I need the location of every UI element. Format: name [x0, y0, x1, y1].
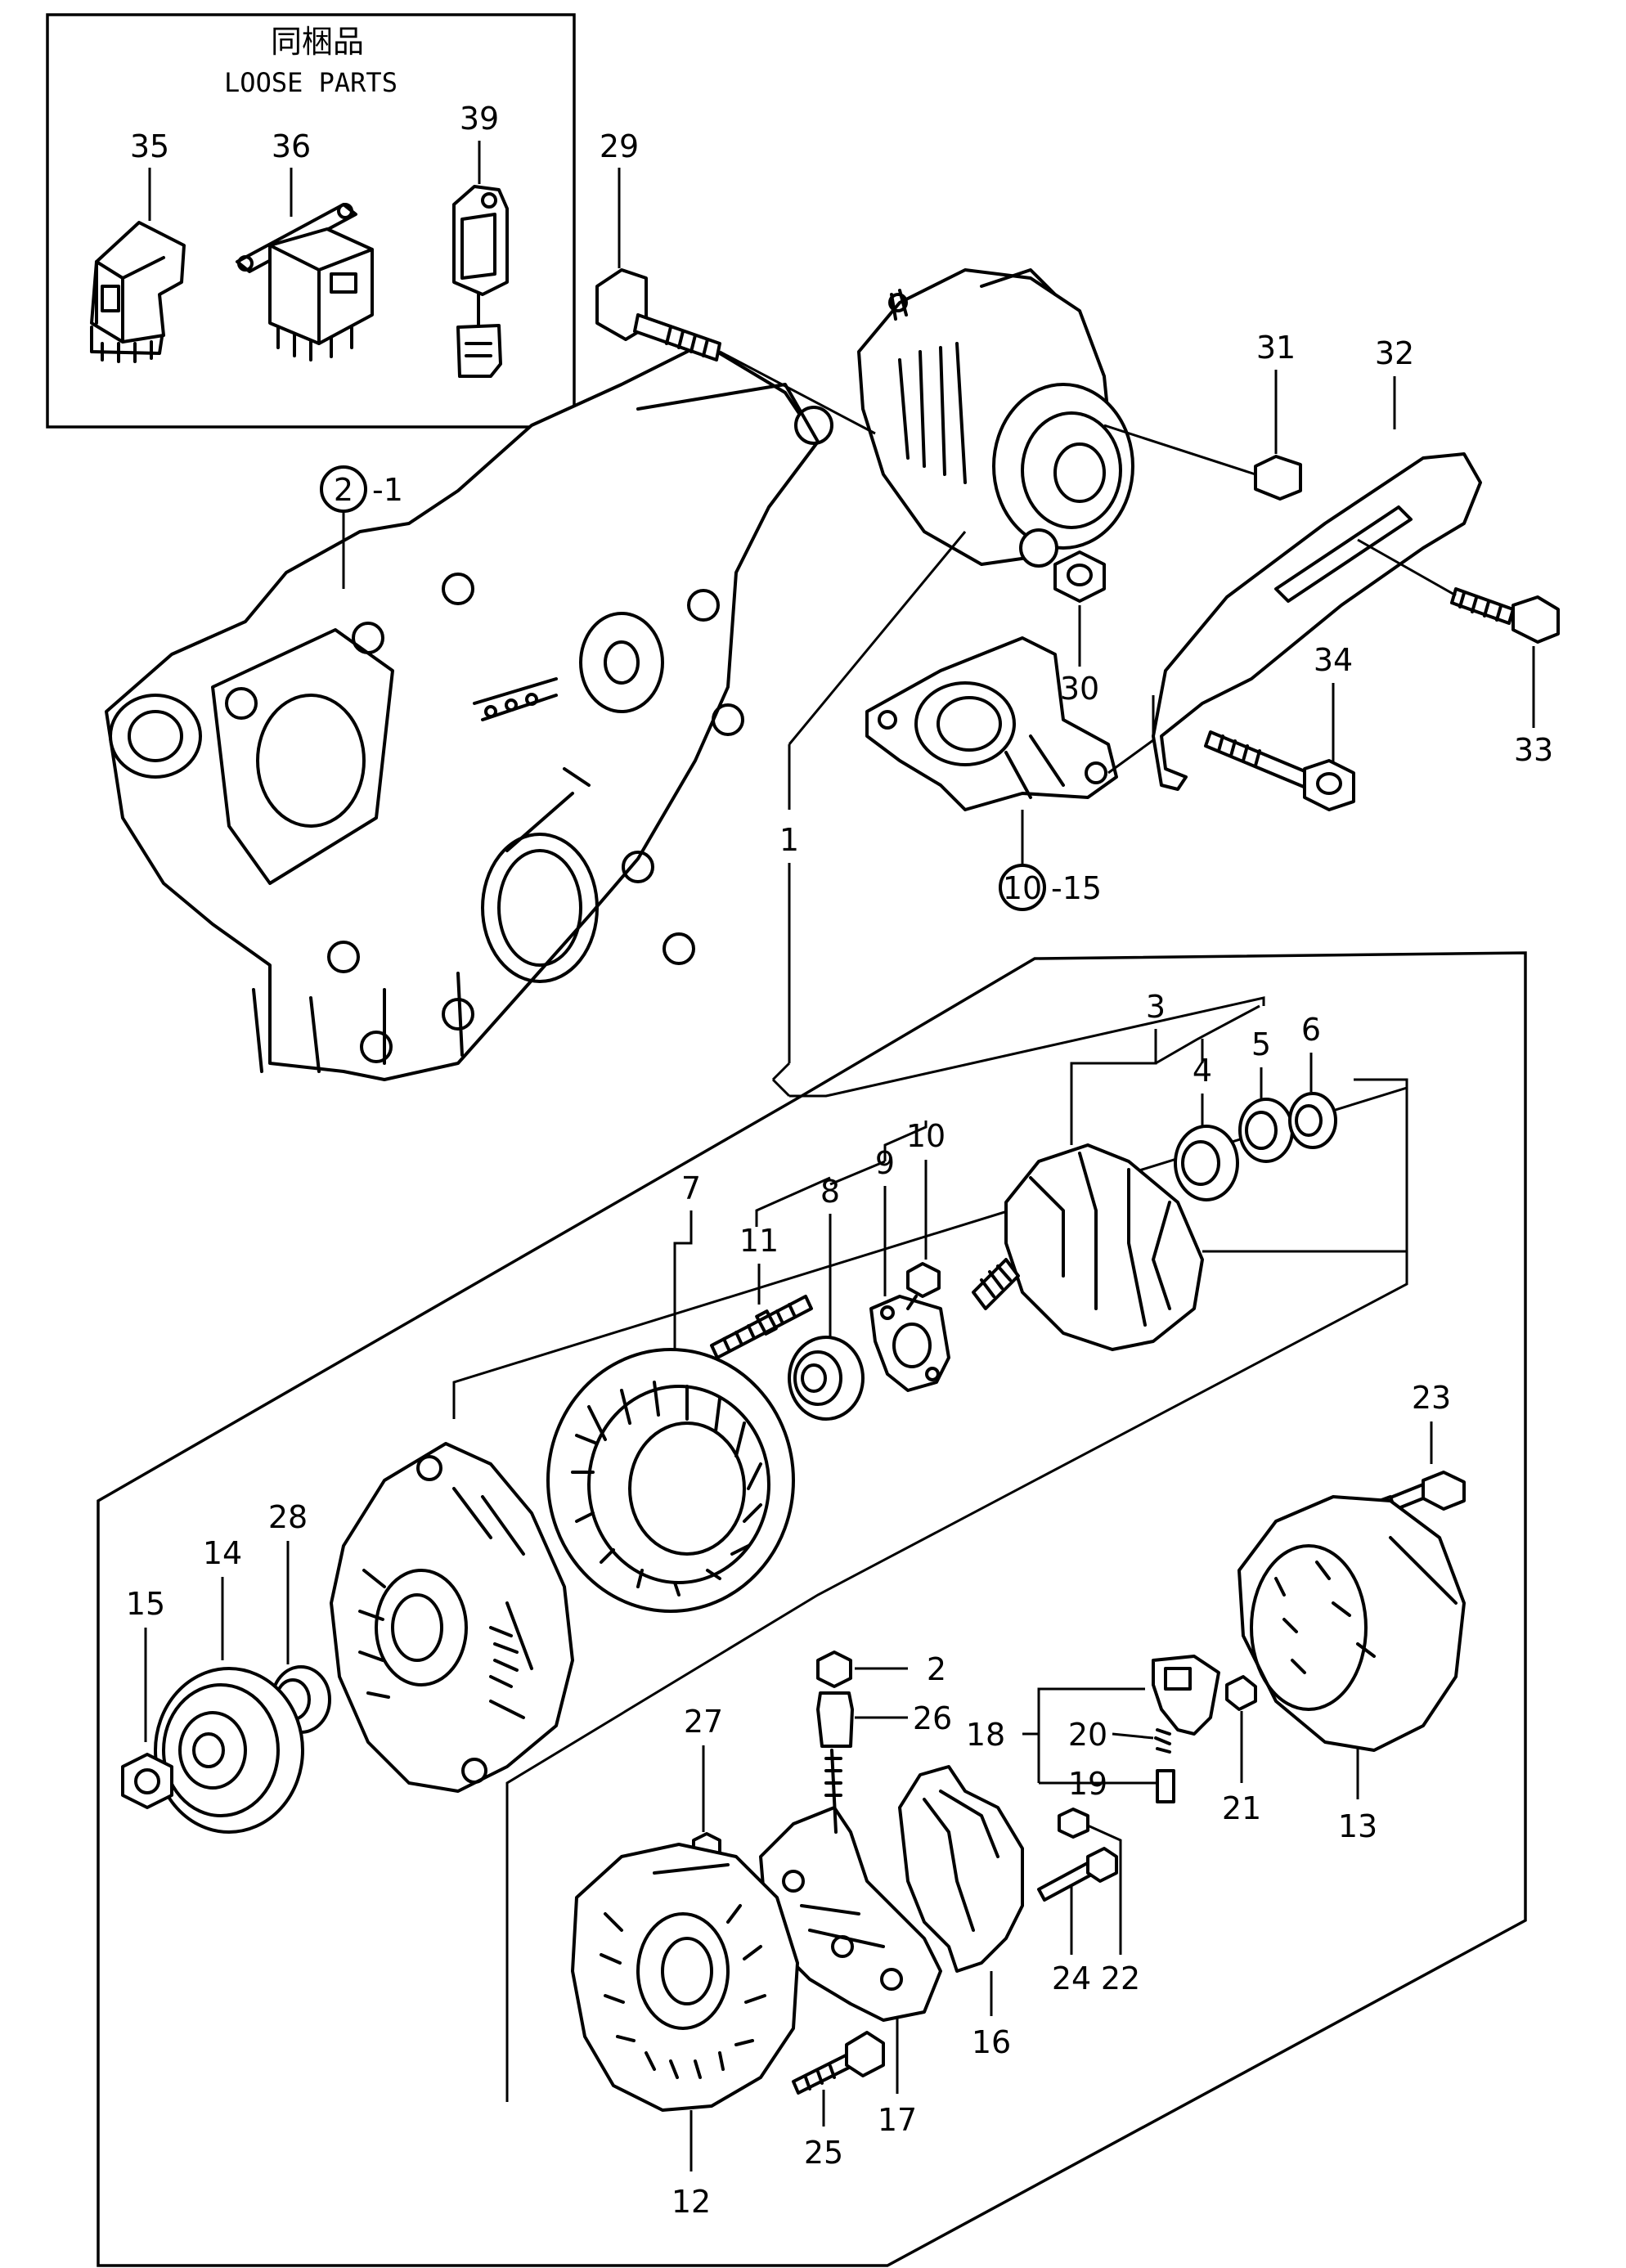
callout-16: 16	[972, 2024, 1011, 2060]
callout-21: 21	[1222, 1790, 1261, 1826]
nut-27-icon: 27	[684, 1704, 723, 1863]
alternator-assembly-icon	[857, 268, 1134, 568]
bolt-25-icon: 25	[792, 2031, 885, 2171]
bearing-4-icon: 4	[1174, 1039, 1239, 1201]
callout-7: 7	[681, 1170, 701, 1206]
pulley-icon: 14	[154, 1535, 304, 1834]
bearing-8-icon: 8	[788, 1174, 865, 1421]
callout-19: 19	[1068, 1766, 1107, 1802]
relay-36-icon: 36	[236, 128, 374, 362]
callout-33: 33	[1514, 732, 1553, 768]
callout-2: 2	[927, 1651, 946, 1687]
callout-34: 34	[1314, 642, 1353, 678]
callout-26: 26	[913, 1700, 952, 1736]
callout-36: 36	[272, 128, 311, 164]
callout-28: 28	[268, 1499, 308, 1535]
callout-23: 23	[1412, 1380, 1451, 1416]
callout-2-circled-num: 2	[334, 472, 353, 508]
bolt-34-icon: 34	[1204, 642, 1355, 811]
nut-2-icon: 2	[816, 1650, 946, 1688]
callout-6: 6	[1301, 1012, 1321, 1048]
callout-29: 29	[600, 128, 639, 164]
adjusting-bracket-32-icon: 32	[1152, 335, 1482, 791]
stator-icon: 7	[546, 1170, 795, 1613]
callout-10-suffix: -15	[1051, 870, 1102, 906]
gear-case-cover-icon	[105, 342, 833, 1081]
callout-31: 31	[1256, 330, 1296, 366]
nut-21-icon: 21	[1222, 1711, 1261, 1826]
collar-31-icon: 31	[1103, 330, 1302, 501]
spacer-5-icon: 5	[1238, 1026, 1294, 1163]
nut-30-icon: 30	[1053, 550, 1106, 707]
callout-24: 24	[1052, 1960, 1091, 1996]
resistor-39-icon: 39	[452, 101, 509, 378]
rear-cover-13-icon: 13	[1237, 1495, 1466, 1844]
screw-22-24-icon: 22 24	[1037, 1808, 1140, 1996]
callout-39: 39	[460, 101, 499, 137]
callout-12: 12	[672, 2184, 711, 2220]
callout-10-circled-num: 10	[1003, 870, 1042, 906]
callout-25: 25	[804, 2135, 843, 2171]
callout-1: 1	[771, 531, 967, 1098]
bolt-29-icon: 29	[595, 128, 876, 435]
rotor-icon: 3	[972, 989, 1408, 1351]
callout-2-suffix: -1	[372, 472, 403, 508]
callout-14: 14	[203, 1535, 242, 1571]
relay-35-icon: 35	[90, 128, 186, 363]
bolt-33-icon: 33	[1357, 538, 1560, 768]
loose-parts-title-en: LOOSE PARTS	[224, 67, 398, 98]
callout-13: 13	[1338, 1808, 1377, 1844]
callout-27: 27	[684, 1704, 723, 1740]
callout-30: 30	[1060, 671, 1099, 707]
mounting-bracket-10-15-icon: 10 -15	[865, 636, 1155, 911]
callout-2-circled: 2 -1	[320, 465, 403, 589]
loose-parts-title-jp: 同梱品	[271, 24, 364, 60]
loose-parts-box: 同梱品 LOOSE PARTS 35 36 39	[46, 13, 576, 429]
drive-end-frame-icon	[330, 1442, 574, 1793]
nut-15-icon: 15	[121, 1586, 173, 1809]
rear-housing-12-icon: 12	[571, 1843, 799, 2220]
callout-15: 15	[126, 1586, 165, 1622]
callout-11: 11	[739, 1223, 779, 1259]
callout-20: 20	[1068, 1717, 1107, 1753]
callout-22: 22	[1101, 1960, 1140, 1996]
stud-11-icon: 11	[710, 1223, 813, 1359]
callout-1-num: 1	[779, 822, 799, 858]
screw-10-icon: 10	[906, 1118, 946, 1310]
brush-holder-18-icon: 18 20 19	[966, 1655, 1257, 1803]
retainer-plate-9-icon: 9	[869, 1145, 950, 1392]
callout-17: 17	[878, 2102, 917, 2138]
regulator-16-icon: 16	[898, 1765, 1024, 2060]
exploded-view-frame	[97, 951, 1527, 2267]
callout-3: 3	[1146, 989, 1166, 1025]
callout-5: 5	[1251, 1026, 1271, 1062]
insulator-26-icon: 26	[816, 1691, 952, 1748]
washer-6-icon: 6	[1288, 1012, 1337, 1149]
callout-18: 18	[966, 1717, 1005, 1753]
callout-32: 32	[1375, 335, 1414, 371]
callout-35: 35	[130, 128, 169, 164]
